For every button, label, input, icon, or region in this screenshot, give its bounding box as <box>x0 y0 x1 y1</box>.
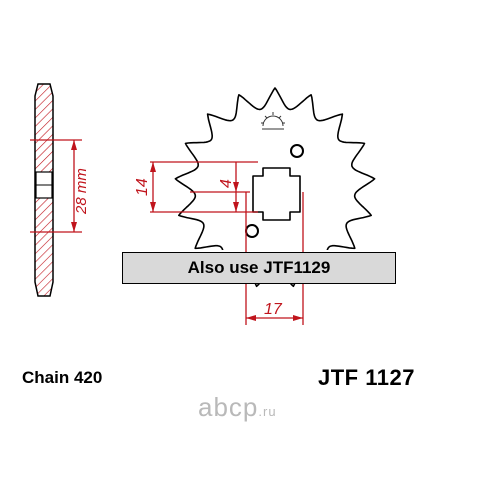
watermark-logo: abcp.ru <box>198 392 277 423</box>
splined-bore <box>252 167 301 221</box>
watermark-name: abcp <box>198 392 259 422</box>
bolt-hole-lower <box>245 224 259 238</box>
note-text: Also use JTF1129 <box>187 258 331 277</box>
chain-pitch-label: 28 mm <box>73 168 90 215</box>
brand-icon <box>261 112 285 130</box>
note-box: Also use JTF1129 <box>122 252 396 284</box>
watermark-tld: .ru <box>258 404 277 419</box>
chain-label: Chain 420 <box>22 368 103 387</box>
part-number: JTF 1127 <box>318 365 415 390</box>
spline-width-label: 4 <box>218 179 235 188</box>
spline-height-label: 14 <box>134 178 151 196</box>
side-profile: 28 mm <box>30 83 90 297</box>
bore-label: 17 <box>264 301 283 318</box>
dimension-arrows <box>150 162 303 321</box>
bolt-hole-upper <box>290 144 304 158</box>
